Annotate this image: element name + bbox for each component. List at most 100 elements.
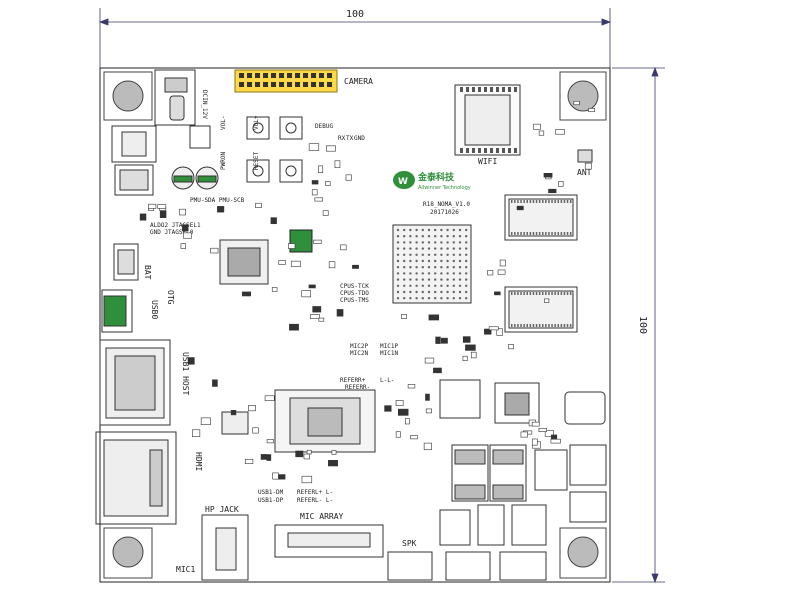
ball [446,284,449,287]
smd-part [313,239,322,244]
pad [545,292,547,295]
smd-part [462,336,471,343]
ball [396,259,400,263]
pad [532,232,535,235]
brand-cn-label: 金泰科技 [417,171,455,183]
pad [514,292,516,295]
pin-pad [255,82,260,87]
smd-part [303,453,310,460]
pin-pad [303,82,308,87]
ball [409,259,412,263]
wifi-label: WIFI [478,157,497,166]
smd-part [334,160,341,169]
smd-part [301,475,313,484]
usb1-dp-label: USB1-DP [258,497,284,504]
pad [538,324,541,327]
ball [427,272,431,275]
pad [532,200,535,203]
camera-label: CAMERA [344,77,373,86]
ball [465,284,468,287]
ball [415,297,418,300]
referl-minus-label: REFERL- L- [297,497,333,504]
smd-part [212,379,218,387]
pad [535,324,538,327]
pad [554,292,556,295]
wifi-module [454,84,521,156]
pad [526,232,528,235]
pad [460,87,463,92]
pad [557,292,559,295]
hdmi-connector [95,431,177,525]
bat-label: BAT [143,265,152,280]
smd-part [423,442,432,451]
ball [440,253,443,256]
pad [526,324,528,327]
ball [421,297,424,300]
pad [508,87,511,92]
ball [458,278,462,281]
ball [465,266,468,269]
pad [535,200,538,203]
ball [409,228,412,232]
smd-part [384,405,392,412]
smd-part [538,427,547,432]
smd-part [264,395,275,401]
dcin-label: DCIN_12V [201,90,208,119]
smd-part [210,247,219,254]
smd-part [352,264,359,269]
referl-plus-label: REFERL+ L- [297,489,333,496]
pad [560,200,563,203]
pin-pad [255,73,260,78]
pad [466,148,469,153]
ball [434,278,437,281]
pad [484,148,487,153]
ball [452,228,455,232]
pad [472,87,475,92]
ball [415,284,418,287]
ball [458,297,462,300]
smd-part [309,314,320,319]
pin-pad [287,73,292,78]
ball [446,266,449,269]
pad [551,324,553,327]
ball [458,284,462,287]
pad [466,87,469,92]
ball [440,297,443,300]
ball [415,253,418,256]
smd-part [311,180,319,185]
pad [569,200,572,203]
pad [523,292,525,295]
smd-part [308,284,316,289]
electrolytic-caps [171,166,219,190]
l-minus-label: L-L- [380,377,394,384]
pad [523,200,525,203]
ball [396,278,400,281]
pad [560,232,563,235]
ball [409,235,412,238]
smd-part [588,108,595,113]
smd-part [180,243,186,249]
ball [458,272,462,275]
ball [434,235,437,238]
smd-part [278,260,286,265]
ball [446,290,449,294]
cpus-tms-label: CPUS-TMS [340,297,369,304]
smd-part [248,405,256,412]
pin-pad [247,82,252,87]
pad [532,324,535,327]
usb-host-connector [99,339,171,426]
ball [458,228,462,232]
smd-part [435,336,441,344]
smd-part [499,259,506,267]
ball [396,253,400,256]
ball [458,259,462,263]
smd-part [543,173,553,178]
pad [548,200,550,203]
ball [409,272,412,275]
pwron-label: PWRON [220,152,227,170]
pad [548,324,550,327]
audio-chip [274,389,376,453]
smd-part [217,206,225,213]
